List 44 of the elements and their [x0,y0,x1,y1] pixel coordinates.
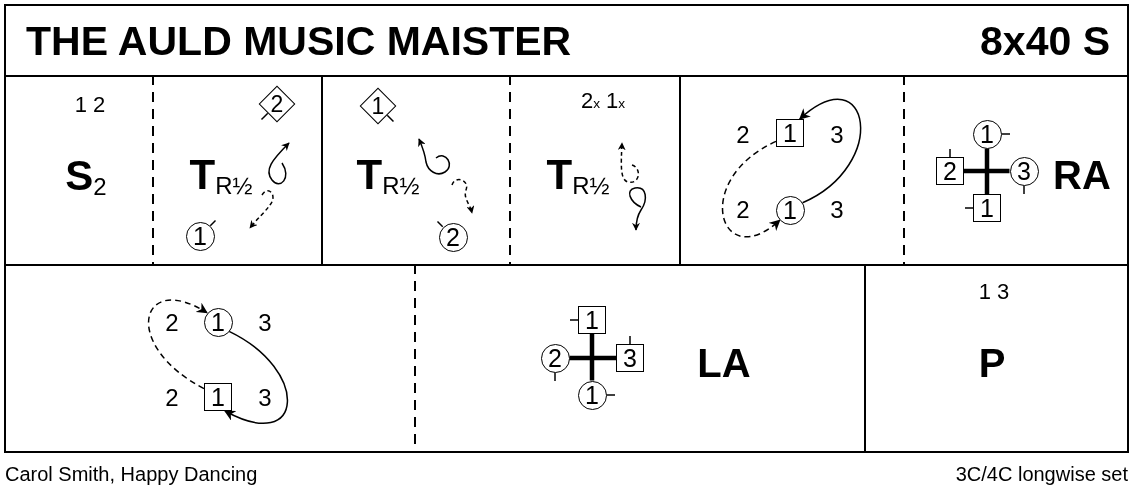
position-number: 3 [830,123,844,147]
numbered-square: 1 [204,383,232,411]
connector-line [984,148,990,194]
credit-text: Carol Smith, Happy Dancing [5,464,258,484]
figure-panel [903,75,1129,264]
numbered-square: 1 [973,194,1001,222]
couple-numbers: 1 2 [74,94,106,116]
figure-label: P [978,343,1006,383]
figure-panel [679,75,904,264]
numbered-circle: 1 [775,195,805,225]
figure-label: LA [697,343,751,383]
couple-numbers: 1 3 [978,281,1010,303]
numbered-circle: 2 [540,343,570,373]
connector-line [569,355,616,361]
numbered-circle: 1 [203,307,233,337]
figure-panel [864,264,1129,453]
figure-panel [152,75,322,264]
figure-label: T$_{R½}$ [356,154,420,198]
figure-label: T$_{R½}$ [546,154,610,198]
position-number: 3 [830,198,844,222]
dance-title: THE AULD MUSIC MAISTER [26,20,572,62]
numbered-circle: 1 [185,221,215,251]
numbered-circle: 3 [1009,156,1039,186]
numbered-circle: 1 [577,380,607,410]
numbered-square: 1 [776,119,804,147]
numbered-square: 3 [616,344,644,372]
connector-line [964,168,1010,174]
dance-format: 8x40 S [980,20,1110,62]
position-number: 2 [736,198,750,222]
figure-label: T$_{R½}$ [189,154,253,198]
position-number: 3 [258,386,272,410]
figure-panel [321,75,510,264]
connector-line [589,334,595,381]
position-number: 2 [736,123,750,147]
numbered-square: 1 [578,306,606,334]
figure-panel [509,75,680,264]
figure-label: S$_{2}$ [65,155,107,199]
figure-label: RA [1053,155,1111,195]
numbered-circle: 1 [972,119,1002,149]
numbered-square: 2 [936,157,964,185]
position-number: 2 [165,311,179,335]
numbered-circle: 2 [438,222,468,252]
position-number: 3 [258,311,272,335]
position-number: 2 [165,386,179,410]
